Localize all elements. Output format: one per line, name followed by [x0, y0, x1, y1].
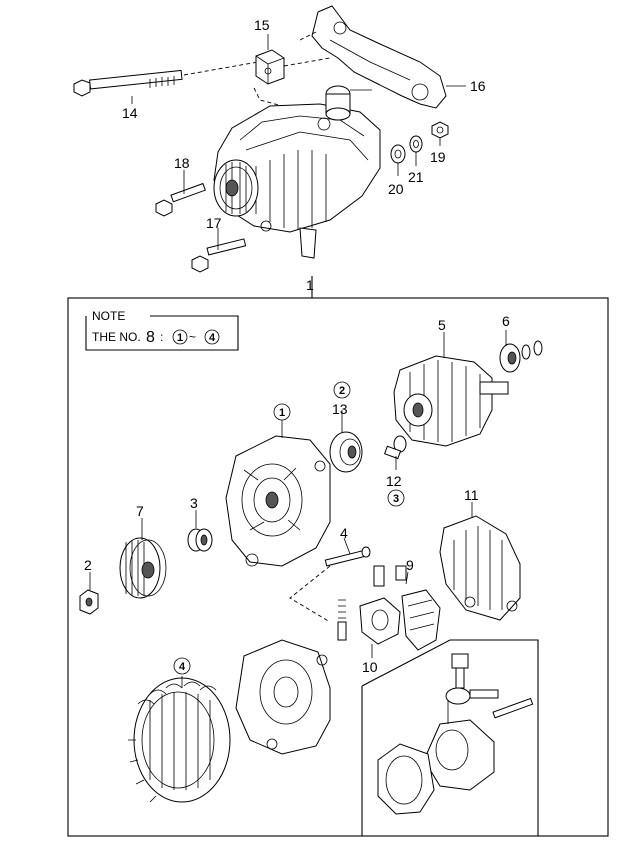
note-title: NOTE	[92, 309, 125, 323]
callout-1: 1	[306, 277, 314, 293]
circled-ref-4: 4	[179, 661, 186, 673]
exploded-frame	[67, 297, 609, 837]
callout-11: 11	[464, 487, 479, 503]
assembled-alternator	[213, 85, 381, 233]
callout-5: 5	[438, 317, 446, 333]
part-18-bolt	[155, 182, 206, 217]
callout-2: 2	[84, 557, 92, 573]
note-range-end-circle	[204, 329, 220, 345]
part-16-mounting-bracket	[311, 5, 447, 109]
part-12-screw	[383, 435, 407, 460]
note-box	[85, 315, 239, 351]
stator-assembly	[128, 677, 231, 803]
callout-15: 15	[254, 17, 270, 33]
note-range-end: 4	[209, 332, 216, 344]
part-2-nut	[79, 589, 99, 615]
callout-13: 13	[332, 401, 348, 417]
callout-21: 21	[408, 169, 424, 185]
callout-18: 18	[174, 155, 190, 171]
callout-17: 17	[206, 215, 222, 231]
note-range-dash: ~	[189, 330, 196, 344]
part-5-rotor	[393, 355, 509, 447]
part-9-rectifier	[395, 565, 441, 651]
circled-ref-2-ring	[333, 381, 351, 399]
callout-7: 7	[136, 503, 144, 519]
callout-12: 12	[386, 473, 402, 489]
callout-4: 4	[340, 525, 348, 541]
part-13-bearing	[329, 431, 363, 473]
part-17-bolt	[191, 238, 247, 273]
part-7-pulley	[119, 537, 167, 599]
callout-20: 20	[388, 181, 404, 197]
note-range-start-circle	[172, 329, 188, 345]
part-15-spacer-block	[255, 49, 285, 85]
callout-16: 16	[470, 78, 486, 94]
callout-6: 6	[502, 313, 510, 329]
note-number: 8	[146, 329, 155, 346]
circled-ref-1: 1	[279, 407, 285, 419]
part-20-washer	[390, 144, 406, 164]
rear-housing	[235, 639, 331, 755]
assembly-arrow	[299, 227, 317, 259]
part-10-brush-holder	[337, 565, 401, 645]
callout-9: 9	[406, 557, 414, 573]
inset-detail	[361, 639, 539, 836]
callout-10: 10	[362, 659, 378, 675]
part-4-through-bolt	[324, 546, 371, 567]
circled-ref-3: 3	[393, 493, 399, 505]
part-11-rear-cover	[439, 515, 521, 621]
callout-3: 3	[190, 495, 198, 511]
part-14-long-bolt	[73, 69, 183, 97]
part-19-nut	[431, 121, 449, 139]
callout-19: 19	[430, 149, 446, 165]
circled-ref-4-ring	[173, 657, 191, 675]
circled-ref-1-ring	[273, 403, 291, 421]
note-sep: :	[160, 330, 163, 344]
part-3-spacer	[187, 528, 213, 552]
part-6-bearing	[499, 340, 543, 373]
circled-ref-3-ring	[387, 489, 405, 507]
callout-14: 14	[122, 105, 138, 121]
note-range-start: 1	[177, 332, 183, 344]
circled-ref-2: 2	[339, 385, 345, 397]
part-1-front-housing	[225, 435, 331, 567]
note-prefix: THE NO.	[92, 330, 141, 344]
